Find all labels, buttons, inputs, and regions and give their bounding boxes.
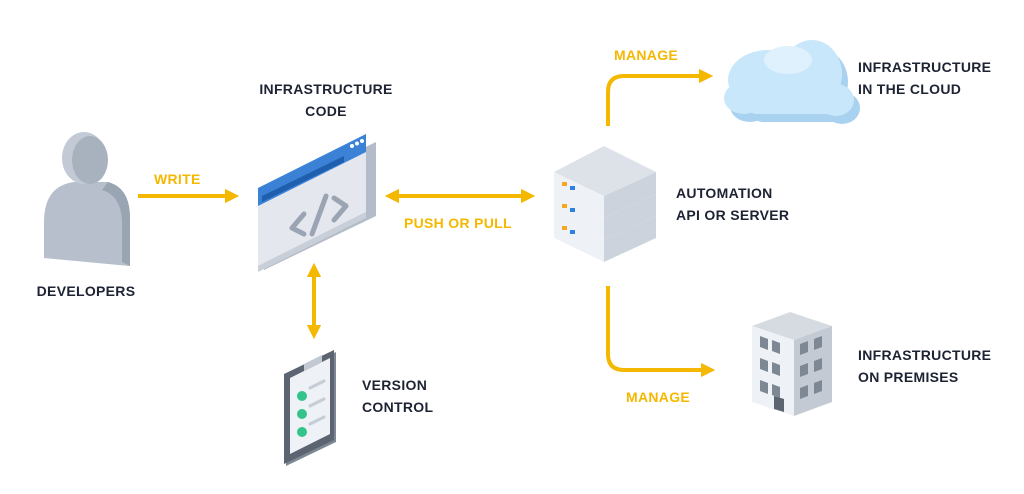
node-label-premises: INFRASTRUCTURE ON PREMISES: [858, 344, 991, 388]
infra-code-line2: CODE: [305, 103, 347, 119]
edge-label-write: WRITE: [154, 171, 201, 187]
developers-label: DEVELOPERS: [36, 283, 136, 299]
server-stack-icon: [554, 146, 656, 262]
node-label-automation: AUTOMATION API OR SERVER: [676, 182, 789, 226]
automation-line1: AUTOMATION: [676, 185, 773, 201]
premises-line2: ON PREMISES: [858, 369, 959, 385]
cloud-line2: IN THE CLOUD: [858, 81, 962, 97]
person-icon: [44, 132, 130, 266]
edge-manage-cloud-arrow: [606, 68, 714, 126]
cloud-icon: [724, 40, 860, 124]
version-control-line1: VERSION: [362, 377, 428, 393]
node-label-version-control: VERSION CONTROL: [362, 374, 433, 418]
node-label-developers: DEVELOPERS: [24, 280, 148, 302]
version-control-line2: CONTROL: [362, 399, 434, 415]
edge-label-push-pull: PUSH OR PULL: [404, 215, 512, 231]
node-label-infra-code: INFRASTRUCTURE CODE: [246, 78, 406, 122]
automation-line2: API OR SERVER: [676, 207, 790, 223]
premises-line1: INFRASTRUCTURE: [858, 347, 992, 363]
cloud-line1: INFRASTRUCTURE: [858, 59, 992, 75]
edge-label-manage-premises: MANAGE: [626, 389, 691, 405]
infra-code-line1: INFRASTRUCTURE: [259, 81, 393, 97]
edge-manage-premises-arrow: [606, 286, 716, 378]
office-building-icon: [752, 312, 832, 416]
edge-label-manage-cloud: MANAGE: [614, 47, 679, 63]
clipboard-icon: [284, 350, 336, 466]
code-window-icon: [258, 134, 376, 272]
node-label-cloud: INFRASTRUCTURE IN THE CLOUD: [858, 56, 991, 100]
